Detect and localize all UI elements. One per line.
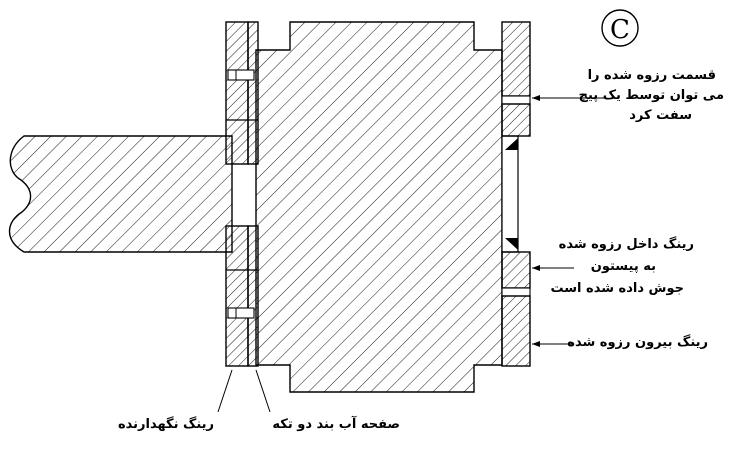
left-upper-flange [225, 21, 259, 165]
label-split-seal-plate: صفحه آب بند دو تکه [272, 415, 400, 432]
right-upper-ring [501, 21, 531, 137]
bolt-icon [227, 307, 255, 319]
label-retaining-ring: رینگ نگهدارنده [118, 416, 214, 432]
label-line: سفت کرد [629, 108, 692, 123]
weld-upper-icon [505, 138, 518, 150]
label-line: جوش داده شده است [551, 281, 684, 296]
weld-lower-icon [505, 238, 518, 250]
label-line: قسمت رزوه شده را [588, 68, 716, 83]
leader-split-seal-plate [255, 369, 271, 413]
piston-rod [8, 135, 233, 253]
leader-retaining-ring [217, 369, 233, 413]
view-letter-circle [601, 9, 639, 47]
label-line: می توان توسط یک پیچ [579, 88, 724, 103]
label-inner-ring: رینگ داخل رزوه شده به پیستون جوش داده شد… [551, 236, 694, 296]
leader-outer-ring [532, 341, 574, 347]
label-outer-ring: رینگ بیرون رزوه شده [567, 334, 708, 350]
label-line: به پیستون [591, 259, 656, 274]
right-lower-ring [501, 251, 531, 367]
piston-body [255, 21, 503, 393]
bolt-icon [227, 69, 255, 81]
label-line: رینگ داخل رزوه شده [559, 236, 694, 252]
leader-inner-ring [532, 265, 574, 271]
cylinder-cavity [501, 135, 519, 253]
left-lower-flange [225, 225, 259, 367]
leader-threaded-part [532, 95, 604, 101]
label-threaded-part: قسمت رزوه شده را می توان توسط یک پیچ سفت… [579, 68, 724, 123]
view-letter: C [610, 15, 630, 45]
